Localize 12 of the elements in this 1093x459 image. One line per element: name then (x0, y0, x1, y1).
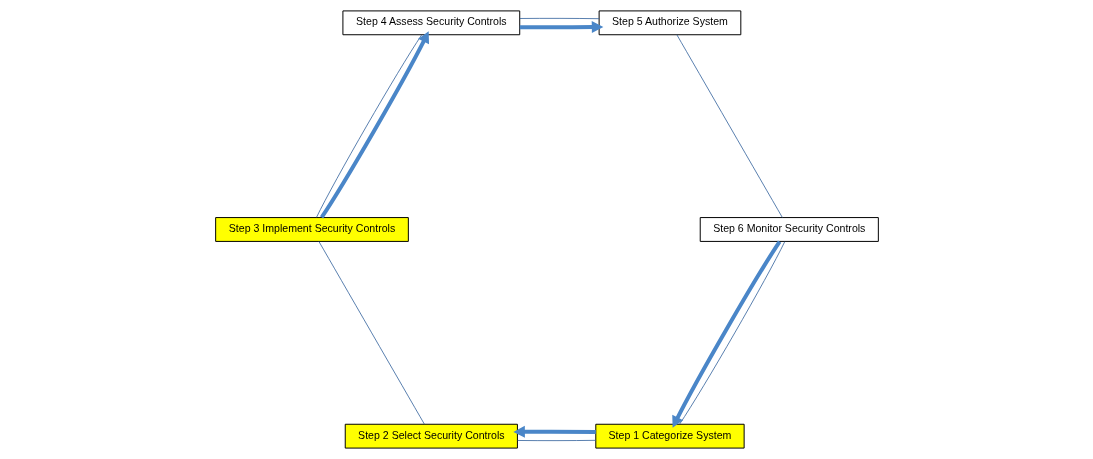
connector (518, 17, 599, 20)
node-box: Step 5 Authorize System (598, 10, 741, 36)
arrow (519, 21, 603, 34)
node-box: Step 2 Select Security Controls (344, 423, 518, 449)
node-box: Step 1 Categorize System (594, 423, 745, 449)
connector (318, 241, 425, 425)
node-box: Step 6 Monitor Security Controls (699, 217, 879, 242)
connector (676, 34, 783, 218)
connector (516, 439, 596, 442)
node-box: Step 3 Implement Security Controls (214, 217, 409, 242)
arrow (512, 425, 596, 438)
node-box: Step 4 Assess Security Controls (341, 10, 520, 36)
